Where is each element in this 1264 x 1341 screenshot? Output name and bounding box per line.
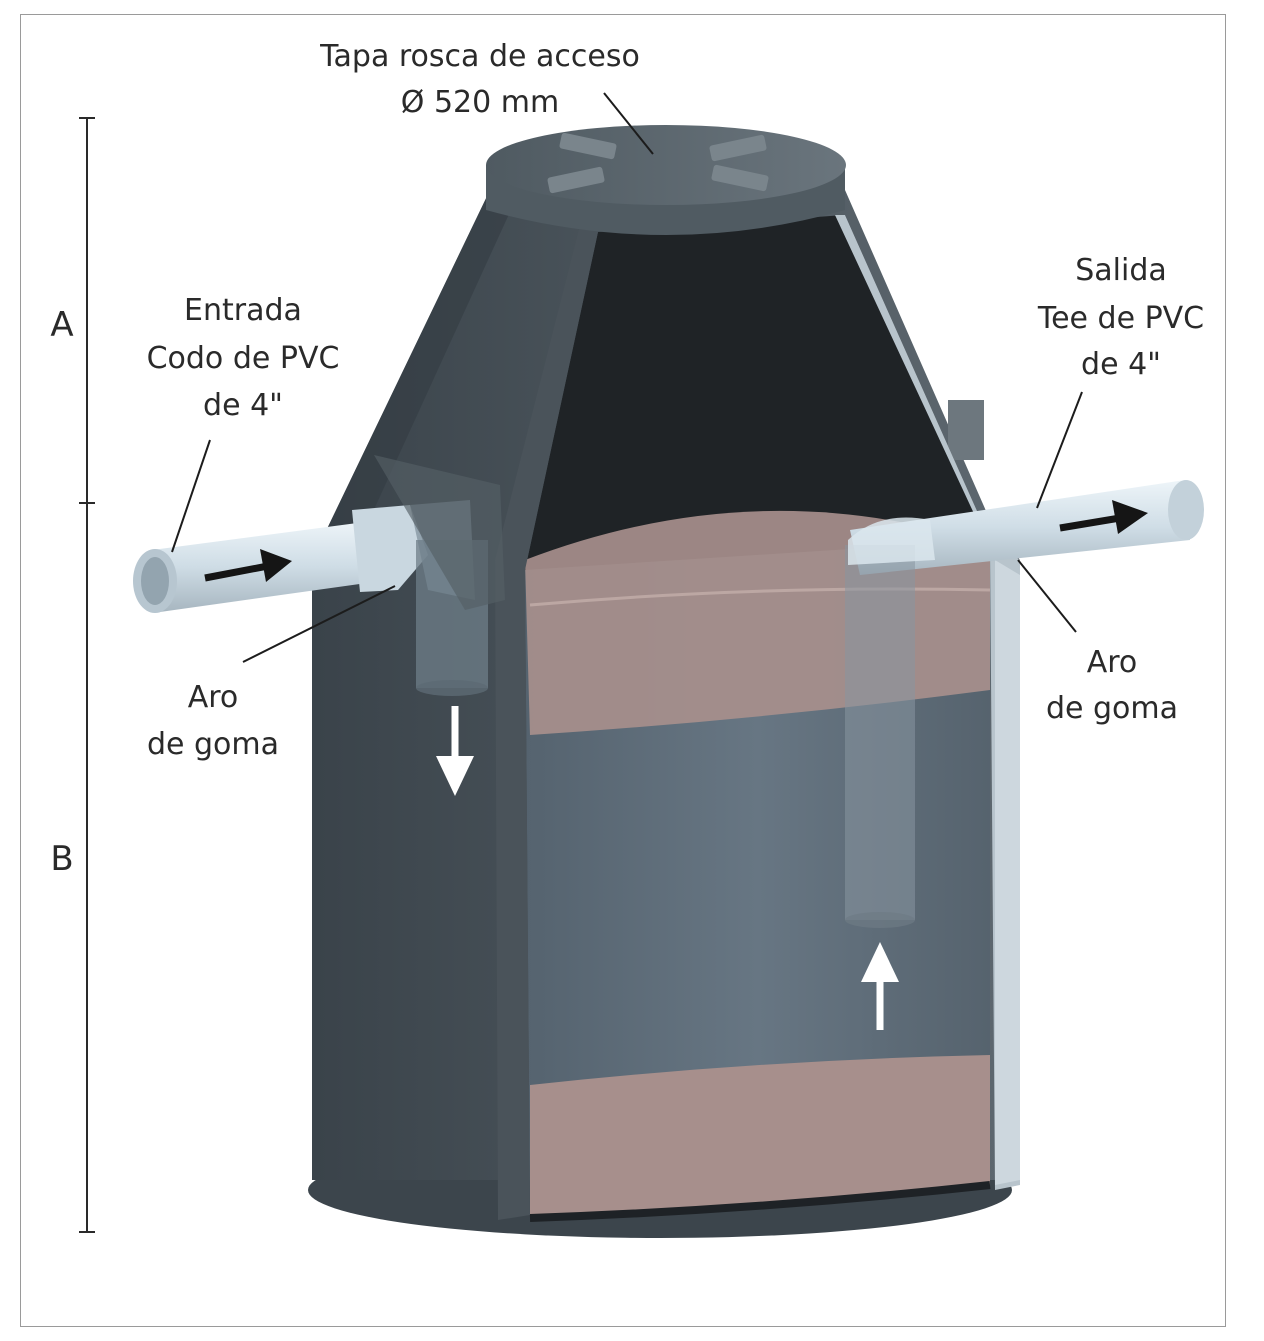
diagram-frame xyxy=(20,14,1226,1327)
inlet-label-line2: Codo de PVC xyxy=(147,341,340,376)
inlet-pipe xyxy=(133,455,505,696)
outlet-label-line2: Tee de PVC xyxy=(1037,301,1204,336)
outlet-label-line3: de 4" xyxy=(1081,347,1161,382)
outlet-label-line1: Salida xyxy=(1075,253,1167,288)
flow-arrow-inlet xyxy=(204,549,292,582)
seal-left-label-line2: de goma xyxy=(147,727,279,762)
flow-arrow-up xyxy=(861,942,899,1030)
dimension-label-b: B xyxy=(50,839,73,879)
seal-right-label-line1: Aro xyxy=(1087,645,1138,680)
tank-cutaway xyxy=(495,215,1020,1222)
seal-left-label-line1: Aro xyxy=(188,680,239,715)
seal-right-label-line2: de goma xyxy=(1046,691,1178,726)
dimension-label-a: A xyxy=(50,305,73,345)
inlet-label-line1: Entrada xyxy=(184,293,302,328)
dimension-scale xyxy=(79,117,95,1233)
access-lid xyxy=(486,125,846,235)
flow-arrow-outlet xyxy=(1059,500,1148,534)
lid-label-line1: Tapa rosca de acceso xyxy=(319,39,640,74)
flow-arrow-down xyxy=(436,706,474,796)
lid-label-line2: Ø 520 mm xyxy=(401,85,559,120)
inlet-label-line3: de 4" xyxy=(203,388,283,423)
leader-lines xyxy=(171,92,1083,663)
outlet-tee xyxy=(845,480,1204,928)
